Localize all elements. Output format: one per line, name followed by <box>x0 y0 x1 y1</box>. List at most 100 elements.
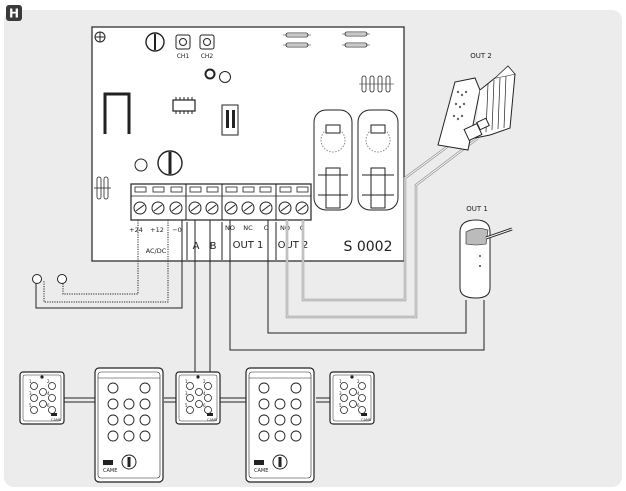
board-model: S 0002 <box>344 239 393 255</box>
brand-logo-icon <box>361 413 367 416</box>
keypad-key[interactable] <box>139 414 151 426</box>
key-slot <box>127 457 131 467</box>
key-digit: 2 <box>203 379 206 384</box>
out1-nc-label: NC <box>243 224 253 232</box>
status-led-icon <box>350 375 354 379</box>
wires <box>32 128 485 403</box>
keypad-key[interactable] <box>48 394 56 402</box>
large-keypad[interactable]: CAME <box>94 367 164 483</box>
terminal-screw-icon <box>205 201 219 215</box>
ch2-button[interactable] <box>199 34 215 50</box>
brand-label: CAME <box>254 468 268 474</box>
keypad-key[interactable] <box>107 430 119 442</box>
keypad-key[interactable] <box>290 382 302 394</box>
keypad-key[interactable] <box>107 414 119 426</box>
key-digit: 1 <box>339 379 342 384</box>
keypad-key[interactable] <box>139 430 151 442</box>
terminal-screw-icon <box>224 201 238 215</box>
keypad-key[interactable] <box>349 388 357 396</box>
terminal-screw-icon <box>259 201 273 215</box>
gate-operator-device: OUT 2 <box>437 52 516 151</box>
keypad-key[interactable] <box>107 382 119 394</box>
component-packs-right <box>359 75 394 93</box>
ch1-button[interactable] <box>175 34 191 50</box>
bus-label-a: A <box>193 241 200 252</box>
relay-out2-icon <box>357 109 399 211</box>
terminal-block <box>130 183 312 221</box>
keypad-key[interactable] <box>30 382 38 390</box>
terminal-screw-icon <box>295 201 309 215</box>
terminal-screw-icon <box>188 201 202 215</box>
keypad-key[interactable] <box>195 400 203 408</box>
keypad-key[interactable] <box>186 406 194 414</box>
keypad-key[interactable] <box>204 406 212 414</box>
keypad-key[interactable] <box>258 430 270 442</box>
keypad-key[interactable] <box>30 394 38 402</box>
capacitor-icon <box>134 158 148 172</box>
keypad-key[interactable] <box>274 414 286 426</box>
keypad-key[interactable] <box>358 382 366 390</box>
keypad-key[interactable] <box>258 414 270 426</box>
keypad-key[interactable] <box>340 406 348 414</box>
keypad-key[interactable] <box>358 394 366 402</box>
ch2-label: CH2 <box>201 53 214 60</box>
keypad-key[interactable] <box>258 398 270 410</box>
keypad-key[interactable] <box>123 430 135 442</box>
relay-out1-icon <box>313 109 353 211</box>
keypad-key[interactable] <box>358 406 366 414</box>
keypad-key[interactable] <box>107 398 119 410</box>
keypad-key[interactable] <box>204 394 212 402</box>
key-digit: 3 <box>29 391 32 396</box>
terminal-screw-icon <box>278 201 292 215</box>
key-digit: 2 <box>357 379 360 384</box>
terminal-screw-icon <box>133 201 147 215</box>
key-digit: 6 <box>357 403 360 408</box>
trimmer-large-icon <box>157 150 183 176</box>
large-keypad[interactable]: CAME <box>245 367 315 483</box>
keypad-key[interactable] <box>290 398 302 410</box>
key-digit: 4 <box>47 391 50 396</box>
out2-device-label: OUT 2 <box>470 52 492 60</box>
keypad-key[interactable] <box>290 430 302 442</box>
key-digit: 6 <box>203 403 206 408</box>
brand-logo-icon <box>103 460 113 465</box>
brand-logo-icon <box>207 413 213 416</box>
terminal-screw-icon <box>151 201 165 215</box>
keypad-key[interactable] <box>195 388 203 396</box>
key-digit: 1 <box>29 379 32 384</box>
keypad-key[interactable] <box>340 394 348 402</box>
keypad-key[interactable] <box>39 388 47 396</box>
keypad-key[interactable] <box>123 398 135 410</box>
out1-c-label: C <box>264 224 269 232</box>
keypad-key[interactable] <box>290 414 302 426</box>
keypad-key[interactable] <box>139 398 151 410</box>
keypad-key[interactable] <box>258 382 270 394</box>
keypad-key[interactable] <box>48 382 56 390</box>
keypad-key[interactable] <box>123 414 135 426</box>
keypad-key[interactable] <box>204 382 212 390</box>
power-label: AC/DC <box>146 247 167 255</box>
brand-logo-icon <box>254 460 264 465</box>
keypad-key[interactable] <box>186 394 194 402</box>
brand-label: CAME <box>361 418 371 422</box>
trimmer-icon <box>145 32 165 52</box>
keypad-key[interactable] <box>48 406 56 414</box>
ch1-label: CH1 <box>177 53 190 60</box>
keypad-key[interactable] <box>349 400 357 408</box>
ic-chip-icon <box>172 97 196 114</box>
key-digit: 3 <box>185 391 188 396</box>
control-board: CH1 CH2 <box>91 26 405 262</box>
jumper-block-icon <box>221 104 239 136</box>
keypad-key[interactable] <box>274 430 286 442</box>
keypad-key[interactable] <box>30 406 38 414</box>
keypad-key[interactable] <box>274 398 286 410</box>
keypad-key[interactable] <box>39 400 47 408</box>
keypad-key[interactable] <box>186 382 194 390</box>
led-icons <box>204 68 231 83</box>
keypad-key[interactable] <box>139 382 151 394</box>
keypad-key[interactable] <box>340 382 348 390</box>
